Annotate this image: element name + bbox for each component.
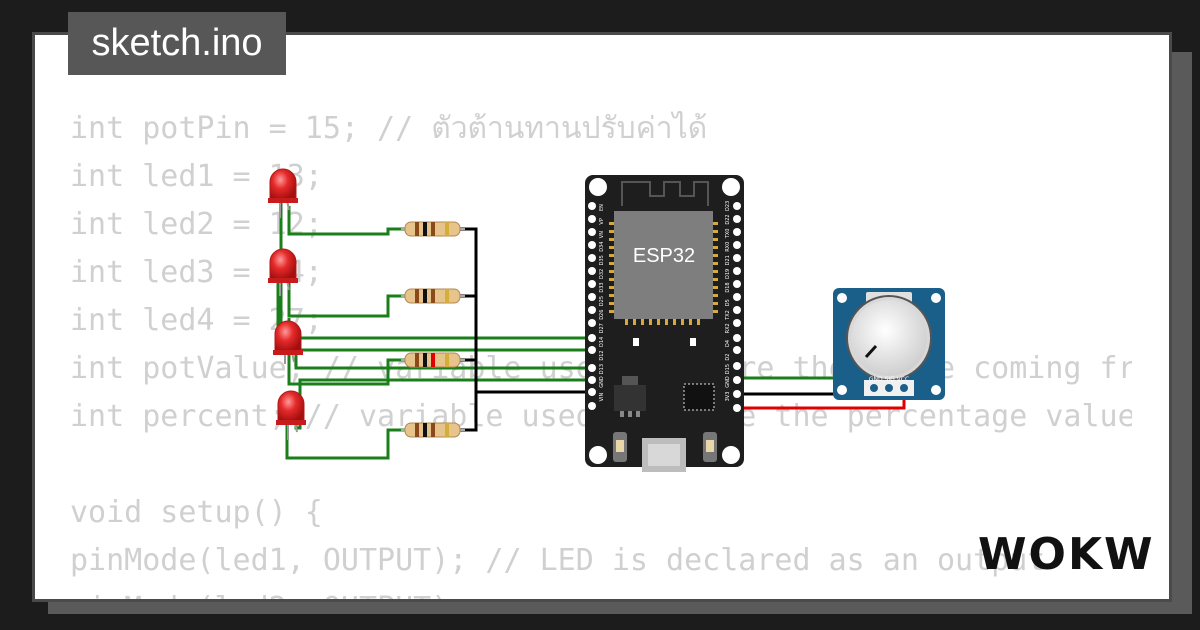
pin-label: D25: [599, 296, 605, 306]
pin-label: 3V3: [725, 392, 731, 402]
pin-label: D27: [599, 323, 605, 333]
green-wires: [276, 200, 872, 460]
pin-label: VP: [599, 218, 605, 224]
code-line: int potPin = 15; // ตัวต้านทานปรับค่าได้: [70, 111, 708, 146]
pin-label: D14: [599, 337, 605, 347]
led-icon: [268, 248, 298, 296]
pin-label: VN: [599, 231, 605, 238]
brand-name: WOKWi: [978, 529, 1156, 580]
code-line: pinMode(led1, OUTPUT); // LED is declare…: [70, 543, 1046, 578]
led-icon: [273, 320, 303, 364]
pin-label: D22: [725, 214, 731, 224]
pin-label: GND: [725, 376, 731, 388]
pin-label: EN: [599, 204, 605, 211]
pin-label: TX0: [725, 229, 731, 240]
pin-label: D34: [599, 242, 605, 252]
pin-label: D23: [725, 201, 731, 211]
pin-label: D32: [599, 269, 605, 279]
wokwi-logo-icon: WOKWi: [978, 529, 1156, 580]
code-line: pinMode(led2, OUTPUT);: [70, 585, 1132, 599]
pin-label: D33: [599, 282, 605, 292]
pin-label: D5: [725, 299, 731, 306]
board-label: ESP32: [633, 245, 695, 267]
resistor-3: [401, 352, 465, 368]
pin-label: D2: [725, 354, 731, 361]
resistor-2: [401, 288, 465, 304]
code-line: void setup() {: [70, 495, 323, 530]
pin-label: GND: [599, 376, 605, 388]
pin-label: D13: [599, 364, 605, 374]
resistor-1: [401, 221, 465, 237]
pin-label: RX0: [725, 242, 731, 252]
resistor-4: [401, 422, 465, 438]
pin-label: D12: [599, 350, 605, 360]
pin-label: RX2: [725, 323, 731, 333]
pin-label: D21: [725, 255, 731, 265]
pin-label: TX2: [725, 310, 731, 321]
pin-label: D19: [725, 269, 731, 279]
file-tab[interactable]: sketch.ino: [68, 12, 286, 75]
pin-label: D18: [725, 282, 731, 292]
pin-label: D26: [599, 310, 605, 320]
potentiometer-icon: GND SIG VCC: [833, 288, 945, 400]
pin-label: D35: [599, 255, 605, 265]
pin-label: VIN: [599, 393, 605, 402]
led-icon: [276, 390, 306, 440]
code-line: int led2 = 12;: [70, 207, 323, 242]
pot-pin-labels: GND SIG VCC: [869, 376, 909, 383]
pin-label: D15: [725, 364, 731, 374]
esp32-board-icon: ESP32: [585, 175, 744, 472]
pin-label: D4: [725, 340, 731, 347]
led-icon: [268, 168, 298, 218]
